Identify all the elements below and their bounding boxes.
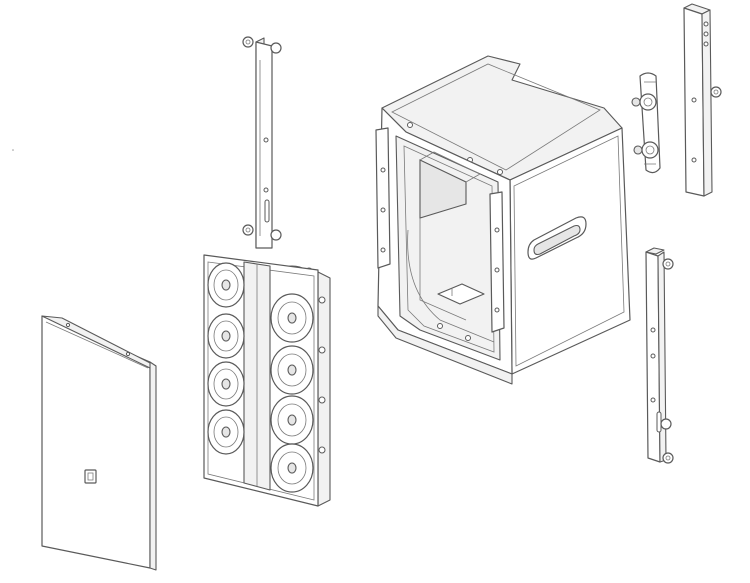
rigging-bar-right-rear (683, 3, 722, 197)
speck (12, 149, 14, 151)
speakon-connector-icon-bottom (633, 141, 659, 159)
woofer-icon-l4 (207, 409, 245, 455)
pin-icon-top (242, 36, 282, 54)
front-grille (41, 315, 157, 571)
woofer-icon-l2 (207, 313, 245, 359)
rigging-bar-right-front (645, 247, 674, 464)
woofer-icon-l3 (207, 361, 245, 407)
woofer-icon-r3 (270, 395, 314, 445)
pin-icon-bottom (242, 224, 282, 241)
pin-icon-rear (710, 86, 722, 98)
front-rail-right (489, 191, 505, 333)
rigging-bar-left (242, 36, 282, 249)
woofer-icon-l1 (207, 262, 245, 308)
logo-badge-icon (84, 469, 97, 484)
woofer-icon-r2 (270, 345, 314, 395)
connector-plate (631, 72, 661, 174)
front-rail-left (375, 127, 391, 269)
handle-icon (527, 216, 587, 260)
pin-icon-front-top (662, 258, 674, 270)
speakon-connector-icon-top (631, 93, 657, 111)
pin-icon-front-bottom (660, 418, 674, 464)
woofer-icon-r1 (270, 293, 314, 343)
cabinet-enclosure (375, 55, 631, 385)
woofer-icon-r4 (270, 443, 314, 493)
driver-baffle (203, 254, 331, 507)
